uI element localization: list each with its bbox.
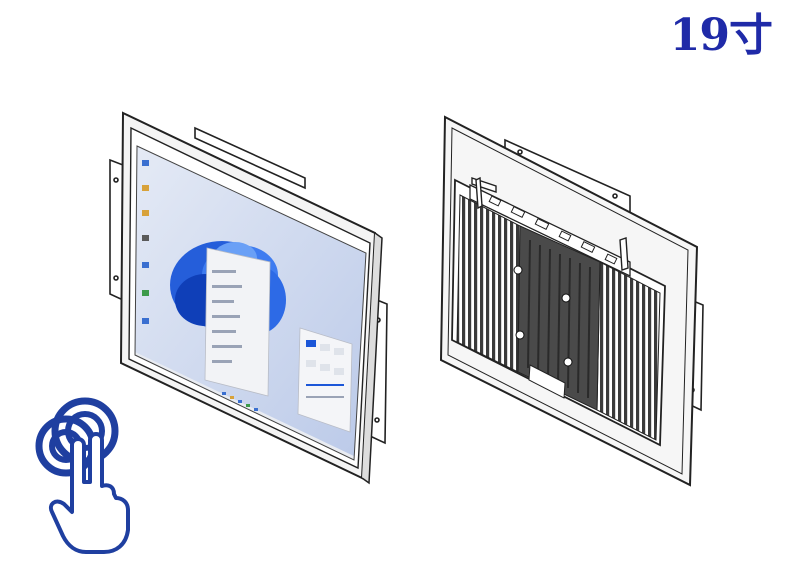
- front-bezel-depth: [361, 232, 383, 485]
- rear-label-plate: [528, 364, 566, 399]
- taskbar-icons: [222, 392, 258, 411]
- start-menu-items: [212, 270, 242, 363]
- screen-size-title: 19寸: [669, 10, 773, 61]
- heatsink-fins-right: [596, 261, 661, 441]
- heatsink-fins-left: [456, 194, 521, 373]
- antennas: [471, 176, 629, 271]
- rear-monitor: [439, 115, 704, 487]
- multi-touch-hand-icon: [35, 397, 130, 554]
- quick-settings-tiles: [306, 340, 344, 398]
- front-monitor: [109, 111, 388, 485]
- io-ports: [488, 195, 618, 265]
- front-top-bracket: [194, 126, 306, 190]
- heatsink-center-vents: [527, 239, 591, 399]
- mounting-screws: [513, 265, 573, 367]
- io-port-strip: [469, 183, 631, 278]
- desktop-icons: [142, 160, 149, 324]
